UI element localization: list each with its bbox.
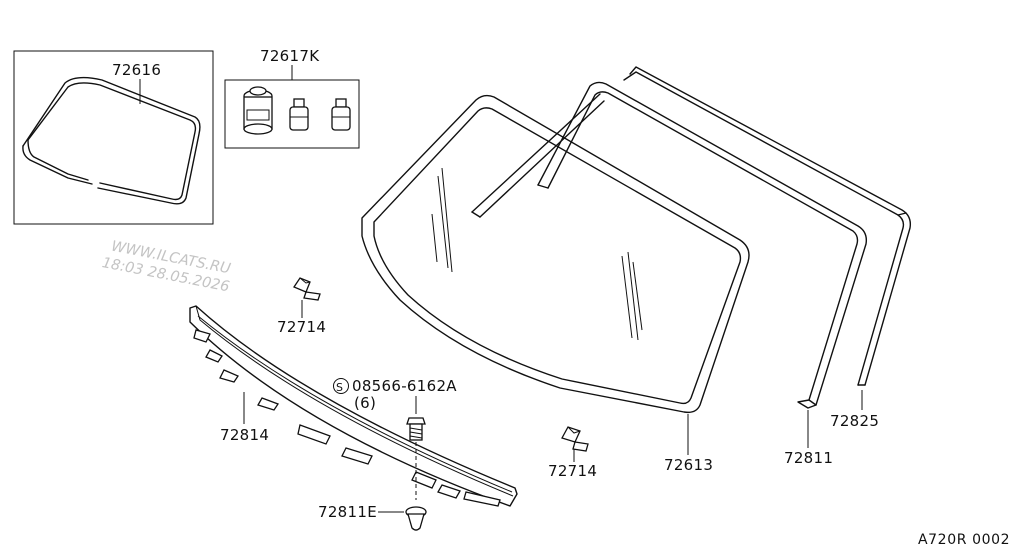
standard-part-mark-icon — [333, 378, 349, 394]
part-number-72714-lower[interactable]: 72714 — [548, 462, 597, 480]
primer-bottle-icon — [331, 98, 351, 131]
part-number-72825[interactable]: 72825 — [830, 412, 879, 430]
part-quantity-08566: (6) — [354, 394, 376, 412]
cowl-72814[interactable]: 72814 — [189, 305, 518, 507]
clip-icon — [561, 426, 589, 452]
inset-72617k[interactable]: 72617K — [224, 47, 360, 149]
part-number-72811[interactable]: 72811 — [784, 449, 833, 467]
watermark: WWW.ILCATS.RU 18:03 28.05.2026 — [101, 239, 233, 296]
diagram-code: A720R 0002 — [918, 532, 1010, 548]
part-number-08566[interactable]: 08566-6162A — [352, 377, 457, 395]
inset-72616[interactable]: 72616 — [13, 50, 214, 225]
part-number-72714-upper[interactable]: 72714 — [277, 318, 326, 336]
push-clip-icon — [405, 506, 427, 531]
primer-bottle-icon — [289, 98, 309, 131]
clip-icon — [293, 277, 321, 301]
screw-icon — [406, 417, 426, 441]
clip-72811e[interactable]: 72811E — [318, 503, 427, 531]
inset-frame — [13, 50, 214, 225]
part-number-72811e[interactable]: 72811E — [318, 503, 377, 521]
cowl-tabs — [193, 329, 501, 507]
clip-72714-upper[interactable]: 72714 — [277, 277, 326, 336]
moulding-72811[interactable]: 72811 — [471, 81, 868, 467]
dam-seal-drawing — [22, 76, 201, 205]
glass-reflection-lines — [431, 167, 643, 341]
clip-72714-lower[interactable]: 72714 — [548, 426, 597, 480]
standard-part-prefix: S — [336, 381, 344, 394]
screw-08566-6162a[interactable]: S 08566-6162A (6) — [333, 377, 458, 500]
part-number-72814[interactable]: 72814 — [220, 426, 269, 444]
part-number-72617k[interactable]: 72617K — [260, 47, 320, 65]
adhesive-cartridge-icon — [243, 86, 273, 135]
part-number-72616[interactable]: 72616 — [112, 61, 161, 79]
moulding-72825[interactable]: 72825 — [623, 66, 912, 430]
windshield-glass-72613[interactable]: 72613 — [361, 94, 750, 474]
part-number-72613[interactable]: 72613 — [664, 456, 713, 474]
